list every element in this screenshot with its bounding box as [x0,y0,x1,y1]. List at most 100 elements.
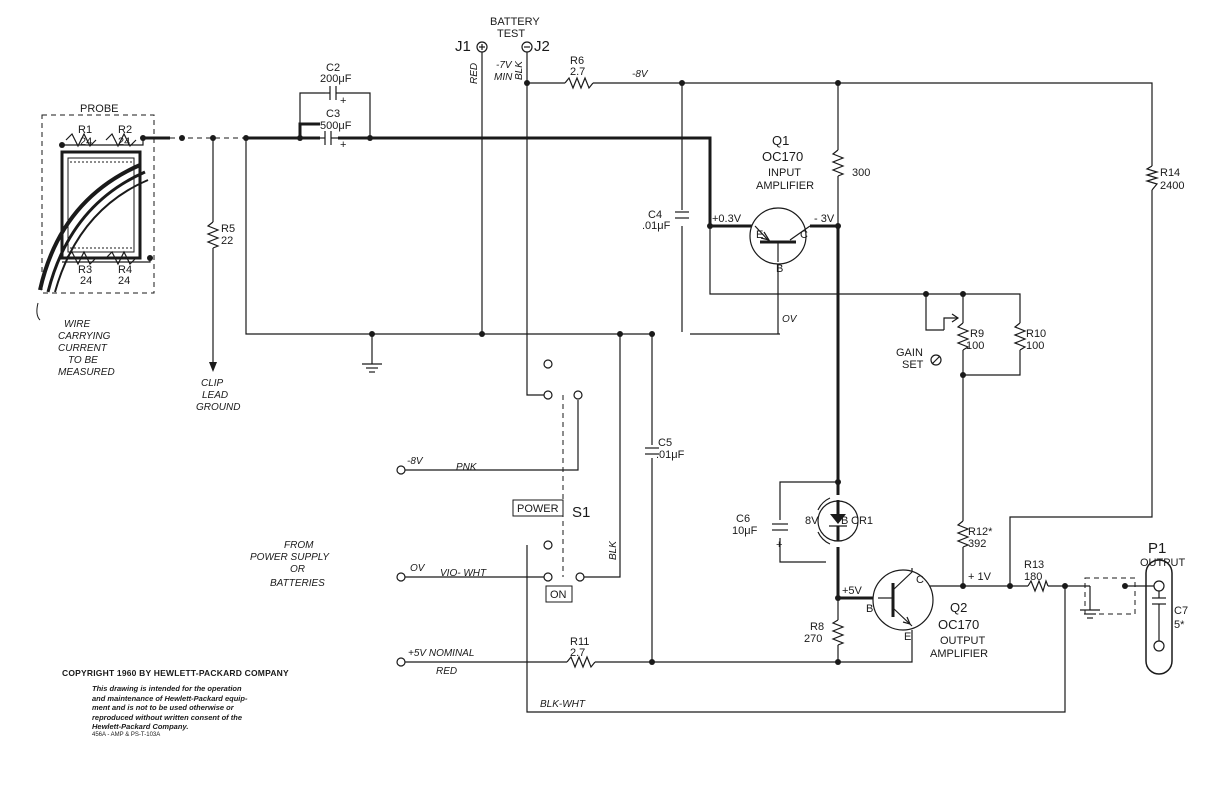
q1-role-1: INPUT [768,167,801,179]
set-label: SET [902,359,924,371]
r3-value: 24 [80,275,92,287]
plus03v-label: +0.3V [712,213,742,225]
battery-label: BATTERY [490,16,540,28]
copyright-line-2: and maintenance of Hewlett-Packard equip… [92,693,248,703]
r2-value: 24 [118,136,130,148]
gain-label: GAIN [896,347,923,359]
probe-assembly [36,132,151,321]
on-label: ON [550,589,567,601]
wire-label-5: MEASURED [58,367,115,378]
c7-value: 5* [1174,619,1185,631]
plus5v-nominal-label: +5V NOMINAL [408,648,474,659]
copyright-line-1: This drawing is intended for the operati… [92,684,242,693]
r10-value: 100 [1026,340,1044,352]
q1-name: Q1 [772,133,789,148]
r13-value: 180 [1024,571,1042,583]
plus1v-label: + 1V [968,571,992,583]
r300-value: 300 [852,167,870,179]
from-label-4: BATTERIES [270,578,325,589]
cr1-label: CR1 [851,515,873,527]
r4-value: 24 [118,275,130,287]
r8-label: R8 [810,621,824,633]
c4-value: .01μF [642,220,671,232]
q2-b: B [866,603,873,615]
labels: PROBE R1 24 R2 24 R3 24 R4 24 WIRE CARRY… [58,16,1188,710]
r5-value: 22 [221,235,233,247]
j2-label: J2 [534,38,550,55]
c6-plus: + [776,539,782,551]
cr1-b: B [841,515,848,527]
from-label-3: OR [290,564,305,575]
c3-plus: + [340,139,346,151]
wire-label-3: CURRENT [58,343,108,354]
r8-value: 270 [804,633,822,645]
minus8v-in-label: -8V [407,456,424,467]
c5-label: C5 [658,437,672,449]
r6-label: R6 [570,55,584,67]
wire-label-2: CARRYING [58,331,111,342]
r6-value: 2.7 [570,66,585,78]
clip-label-2: LEAD [202,390,228,401]
ov-in-label: OV [410,563,426,574]
plus5v-label: +5V [842,585,863,597]
c2-value: 200μF [320,73,352,85]
cr1-volts: 8V [805,515,819,527]
r12-label: R12* [968,526,993,538]
s1-label: S1 [572,504,590,521]
c2-label: C2 [326,62,340,74]
terminals [396,41,942,667]
c6-label: C6 [736,513,750,525]
minus8v-rail-label: -8V [632,69,649,80]
r9-value: 100 [966,340,984,352]
red-5v-label: RED [436,666,457,677]
ov-label: OV [782,314,798,325]
copyright-body: This drawing is intended for the operati… [92,684,332,732]
junction-dots [59,80,1128,665]
r1-value: 24 [80,136,92,148]
r11-label: R11 [570,636,589,648]
q2-name: Q2 [950,600,967,615]
blk-switch-label: BLK [608,540,619,560]
wire-label-4: TO BE [68,355,98,366]
capacitor-symbols [320,86,1166,646]
r11-value: 2.7 [570,647,585,659]
clip-label-1: CLIP [201,378,224,389]
blk-wht-label: BLK-WHT [540,699,586,710]
r4-label: R4 [118,264,132,276]
zener-cr1 [817,497,859,545]
r5-label: R5 [221,223,235,235]
c6-value: 10μF [732,525,758,537]
on-label-box [545,585,573,603]
ground-symbols [209,362,1100,619]
q2-type: OC170 [938,617,979,632]
r2-label: R2 [118,124,132,136]
power-label: POWER [517,503,559,515]
c3-label: C3 [326,108,340,120]
from-label-1: FROM [284,540,314,551]
r12-value: 392 [968,538,986,550]
from-label-2: POWER SUPPLY [250,552,330,563]
c2-plus: + [340,95,346,107]
q1-e: E [756,229,763,241]
q2-c: C [916,574,924,586]
r14-label: R14 [1160,167,1180,179]
wire-label-1: WIRE [64,319,90,330]
blk-label: BLK [514,60,525,80]
pnk-label: PNK [456,462,478,473]
power-label-box [512,499,564,517]
transistor-q1 [749,207,811,265]
copyright-title: COPYRIGHT 1960 BY HEWLETT-PACKARD COMPAN… [62,668,289,678]
output-connector-p1 [1145,559,1173,675]
q2-role-1: OUTPUT [940,635,986,647]
c3-value: 500μF [320,120,352,132]
probe-label: PROBE [80,103,119,115]
vio-wht-label: VIO- WHT [440,568,487,579]
r13-label: R13 [1024,559,1044,571]
c7-label: C7 [1174,605,1188,617]
q2-role-2: AMPLIFIER [930,648,988,660]
min-label: MIN [494,72,513,83]
q1-c: C [800,229,808,241]
wires [41,52,1160,713]
clip-label-3: GROUND [196,402,240,413]
drawing-number: 456A - AMP & PS-T-103A [92,731,161,738]
